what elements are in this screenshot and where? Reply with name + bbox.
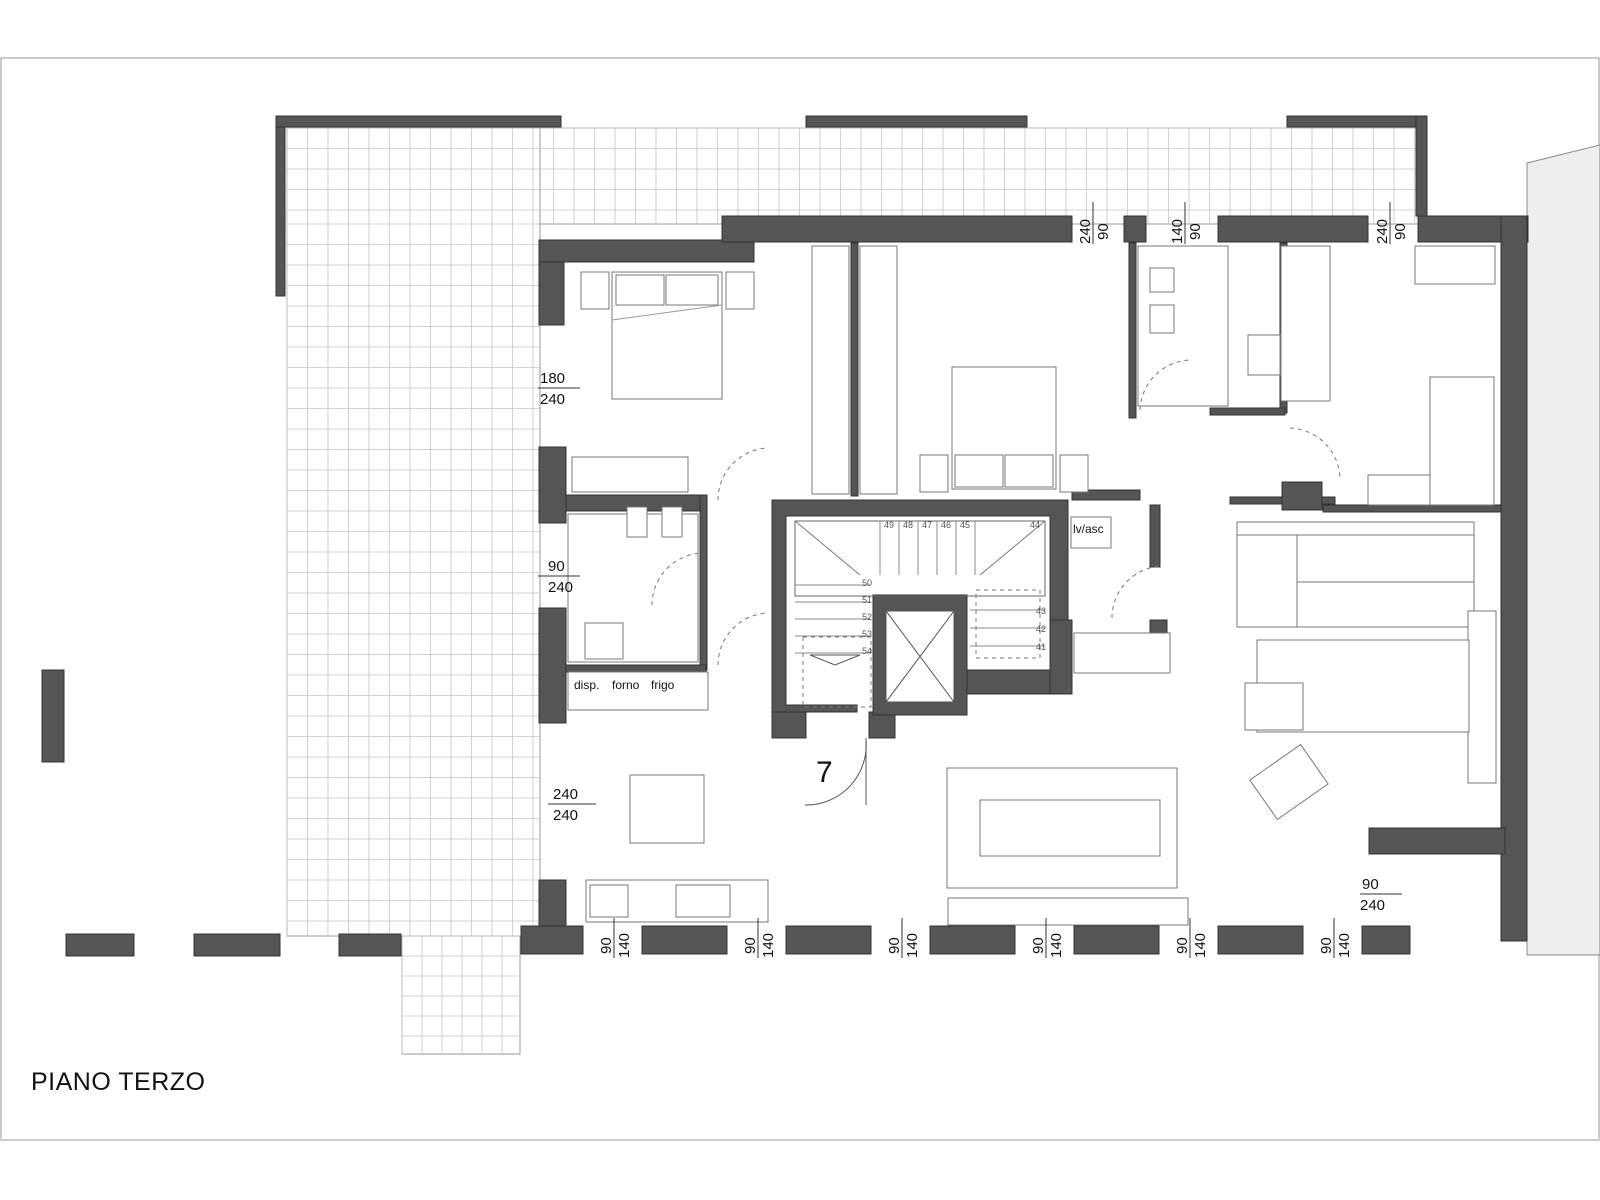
stair-step-number: 48: [903, 520, 913, 530]
window-bottom-label: 90: [1318, 937, 1335, 954]
stair-step-number: 43: [1036, 606, 1046, 616]
furniture: [567, 245, 1497, 926]
stair-step-number: 46: [941, 520, 951, 530]
adjacent-building: [1526, 144, 1600, 956]
window-left-kitchen-height: 240: [553, 807, 578, 824]
window-bottom-label: 140: [1336, 933, 1353, 958]
unit-number: 7: [816, 756, 833, 789]
window-top-1-a: 90: [1095, 223, 1112, 240]
stair-step-number: 51: [862, 595, 872, 605]
window-bottom-label: 90: [742, 937, 759, 954]
kitchen-label-frigo: frigo: [651, 678, 675, 692]
window-bottom-label: 90: [1030, 937, 1047, 954]
walls: [41, 115, 1529, 957]
stair-step-number: 42: [1036, 624, 1046, 634]
window-right-small-width: 90: [1362, 876, 1379, 893]
window-bottom-label: 140: [616, 933, 633, 958]
window-left-bath-height: 240: [548, 579, 573, 596]
stair-step-number: 53: [862, 629, 872, 639]
window-top-3-a: 90: [1392, 223, 1409, 240]
window-bottom-label: 140: [904, 933, 921, 958]
elevator: [885, 610, 955, 703]
window-top-1-b: 240: [1077, 219, 1094, 244]
stair-step-number: 52: [862, 612, 872, 622]
window-bottom-label: 90: [598, 937, 615, 954]
stair-step-number: 54: [862, 646, 872, 656]
page-title: PIANO TERZO: [31, 1068, 206, 1096]
stair-step-number: 47: [922, 520, 932, 530]
stair-step-number: 50: [862, 578, 872, 588]
stair-step-number: 41: [1036, 642, 1046, 652]
window-left-kitchen-width: 240: [553, 786, 578, 803]
stair-step-numbers: 49 48 47 46 45 44 50 51 52 53 54 43 42 41: [862, 520, 1046, 656]
stair-step-number: 49: [884, 520, 894, 530]
window-left-bedroom-width: 180: [540, 370, 565, 387]
terrace-grid: [286, 127, 1428, 1055]
window-right-small-height: 240: [1360, 897, 1385, 914]
window-bottom-label: 90: [886, 937, 903, 954]
window-bottom-label: 140: [1048, 933, 1065, 958]
elevator-control-box: [1070, 516, 1112, 549]
elevator-label: lv/asc: [1073, 522, 1104, 536]
staircase: [794, 520, 1046, 708]
window-top-3-b: 240: [1374, 219, 1391, 244]
window-top-2-a: 140: [1169, 219, 1186, 244]
door-swings: [651, 359, 1341, 666]
kitchen-label-forno: forno: [612, 678, 640, 692]
stair-step-number: 44: [1030, 520, 1040, 530]
window-top-2-b: 90: [1187, 223, 1204, 240]
window-bottom-label: 90: [1174, 937, 1191, 954]
window-bottom-label: 140: [760, 933, 777, 958]
entrance-door[interactable]: [804, 738, 867, 806]
kitchen-label-dispensa: disp.: [574, 678, 599, 692]
top-window-labels: 90 240 140 90 90 240: [1077, 202, 1409, 244]
window-left-bedroom-height: 240: [540, 391, 565, 408]
stair-step-number: 45: [960, 520, 970, 530]
window-bottom-label: 140: [1192, 933, 1209, 958]
left-window-labels: 180 240 90 240 240 240 90 240: [538, 370, 1402, 914]
window-left-bath-width: 90: [548, 558, 565, 575]
